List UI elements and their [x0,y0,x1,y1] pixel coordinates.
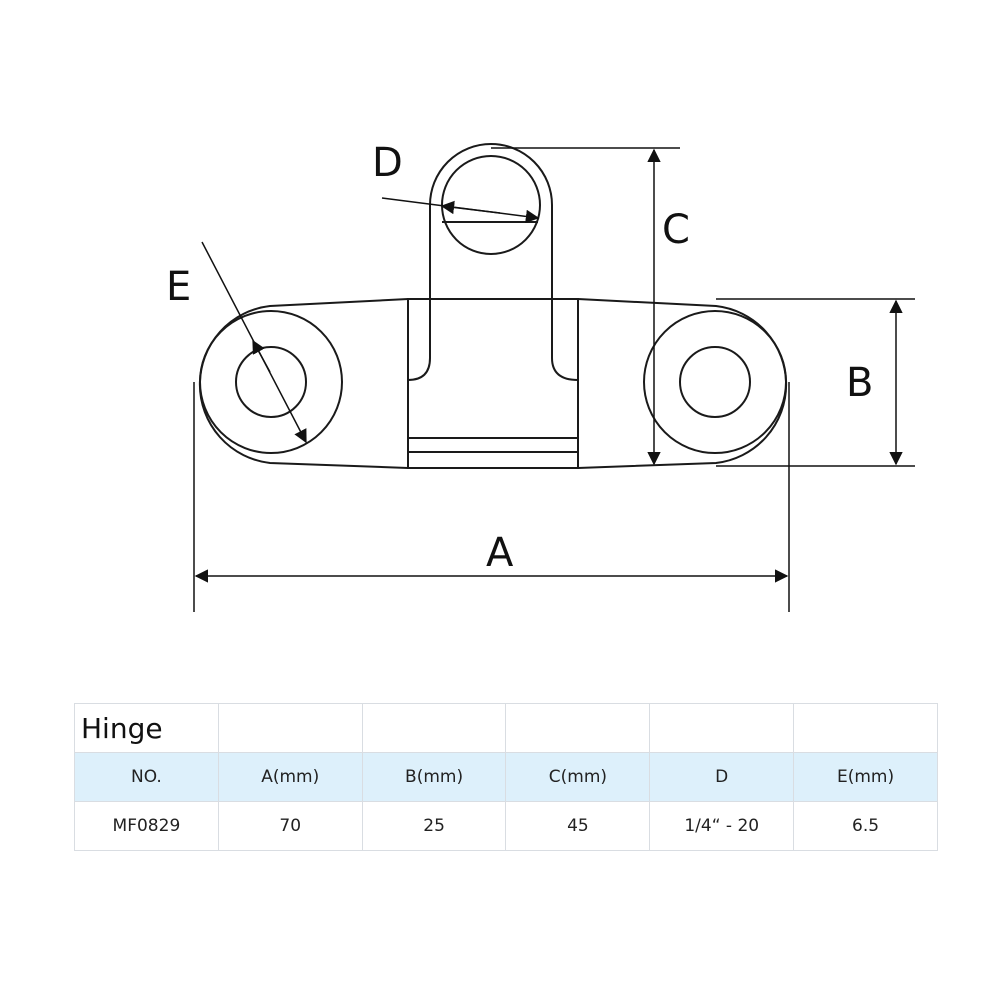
hinge-dimension-drawing: A B C D E [166,140,915,612]
left-counterbore [199,310,343,454]
center-block [407,298,579,469]
dimension-lines [193,147,915,612]
table-title-row: Hinge [74,703,938,753]
dim-label-d: D [372,140,403,186]
column-header-a: A(mm) [217,752,363,802]
right-hole [679,346,751,418]
dim-d-arrow-back [440,200,501,215]
column-header-d: D [649,752,795,802]
table-header-row: NO. A(mm) B(mm) C(mm) D E(mm) [74,752,938,802]
dim-label-c: C [662,207,690,253]
base-plate [198,298,788,469]
column-header-no: NO. [74,752,219,802]
hinge-outline [198,143,788,469]
dim-label-a: A [486,530,514,576]
empty-cell [649,703,795,753]
right-counterbore [643,310,787,454]
cell-a-value: 70 [217,801,363,851]
cell-e-value: 6.5 [793,801,938,851]
table-row: MF0829 70 25 45 1/4“ - 20 6.5 [74,801,938,851]
empty-cell [217,703,363,753]
upright-tab [429,143,553,358]
tab-fillet-right [551,357,579,381]
table-title: Hinge [74,703,219,753]
cell-b-value: 25 [361,801,507,851]
empty-cell [793,703,938,753]
dim-e-arrow-back [252,339,271,373]
cell-c-value: 45 [505,801,651,851]
column-header-e: E(mm) [793,752,938,802]
spec-table: Hinge NO. A(mm) B(mm) C(mm) D E(mm) MF08… [74,703,938,851]
empty-cell [505,703,651,753]
column-header-c: C(mm) [505,752,651,802]
dim-label-e: E [166,264,191,310]
cell-part-number: MF0829 [74,801,219,851]
left-hole [235,346,307,418]
column-header-b: B(mm) [361,752,507,802]
cell-d-value: 1/4“ - 20 [649,801,795,851]
dim-label-b: B [846,360,873,406]
empty-cell [361,703,507,753]
tab-hole [441,155,541,255]
tab-fillet-left [407,357,431,381]
